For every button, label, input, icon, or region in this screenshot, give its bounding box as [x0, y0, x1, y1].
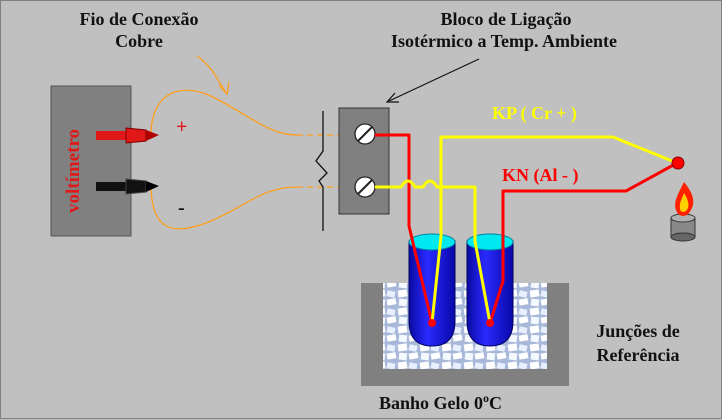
- junctions-label-line1: Junções de: [596, 321, 680, 341]
- copper-wire-title-line2: Cobre: [115, 31, 163, 51]
- copper-wire-upper: [150, 89, 298, 136]
- screw-terminal-top-icon: [354, 123, 376, 145]
- negative-probe: [96, 178, 159, 195]
- callout-arrow-copper: [196, 55, 227, 94]
- junction-tip-left: [428, 319, 436, 327]
- flame-icon: [675, 182, 694, 216]
- voltmeter-label: voltímetro: [63, 129, 84, 213]
- burner: [670, 213, 696, 242]
- block-title-line2: Isotérmico a Temp. Ambiente: [391, 31, 617, 51]
- kp-label: KP ( Cr + ): [492, 103, 577, 124]
- plus-sign: +: [176, 116, 187, 138]
- reference-tube-right: [466, 233, 514, 347]
- hot-junction-tip: [671, 156, 685, 170]
- minus-sign: -: [178, 197, 185, 219]
- copper-wire-lower: [150, 184, 298, 230]
- screw-terminal-bottom-icon: [354, 176, 376, 198]
- ice-bath-label: Banho Gelo 0oC: [379, 391, 502, 413]
- voltmeter-box: [50, 85, 132, 237]
- callout-arrowhead-copper: [218, 81, 230, 96]
- junction-tip-right: [486, 319, 494, 327]
- positive-probe: [96, 127, 159, 144]
- kn-label: KN (Al - ): [502, 165, 578, 186]
- reference-tube-left: [408, 233, 456, 347]
- junctions-label-line2: Referência: [597, 345, 680, 365]
- kp-wire: [375, 135, 678, 324]
- block-title-line1: Bloco de Ligação: [441, 9, 572, 29]
- callout-arrow-block: [385, 58, 480, 103]
- ice-bath: [361, 283, 569, 386]
- break-symbol: [315, 111, 328, 231]
- copper-wire-title-line1: Fio de Conexão: [80, 9, 199, 29]
